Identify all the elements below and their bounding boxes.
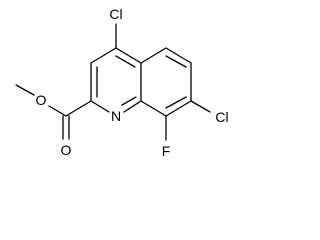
bond-c5-c6 xyxy=(165,47,192,64)
bond-c7-c8-inner xyxy=(165,96,187,109)
atom-nitrogen: N xyxy=(111,108,121,124)
atom-chlorine-top: Cl xyxy=(109,6,122,22)
bond-c-o-ester xyxy=(48,105,67,117)
bond-c5-c6-inner xyxy=(165,55,187,68)
bond-c2-n xyxy=(90,100,110,113)
bond-c2-ccarbonyl xyxy=(65,100,92,117)
bond-c4a-c5 xyxy=(140,47,167,64)
bond-c4a-c4 xyxy=(115,47,142,64)
atom-chlorine-right: Cl xyxy=(215,109,228,125)
bond-c8-c8a xyxy=(140,100,167,117)
atom-oxygen-ester: O xyxy=(36,92,47,108)
bond-n-c8a xyxy=(123,100,142,113)
bond-o-ch3 xyxy=(15,84,35,96)
atom-oxygen-carbonyl: O xyxy=(61,142,72,158)
bond-c7-cl xyxy=(190,100,211,113)
bond-c4a-c4-inner xyxy=(115,55,136,68)
bond-c7-c8 xyxy=(165,100,192,117)
bond-c4-c3 xyxy=(90,47,117,64)
atom-fluorine: F xyxy=(162,143,171,159)
chemical-structure-diagram: Cl Cl F N O O xyxy=(15,6,229,159)
bond-n-c8a-inner xyxy=(121,96,137,106)
